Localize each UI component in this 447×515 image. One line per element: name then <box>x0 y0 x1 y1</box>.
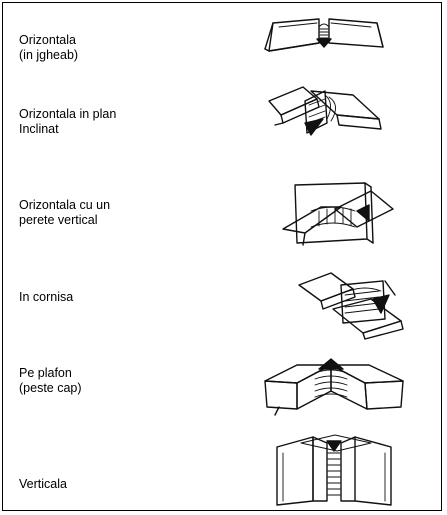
row-label: In cornisa <box>19 290 73 305</box>
row-label: Verticala <box>19 477 67 492</box>
inclined-plane-weld-icon <box>261 79 396 147</box>
row-label-line1: Orizontala <box>19 33 76 47</box>
horizontal-groove-weld-icon <box>259 13 389 57</box>
row-label-line1: Pe plafon <box>19 366 72 380</box>
vertical-weld-icon <box>271 431 401 509</box>
row-label-line2: perete vertical <box>19 213 98 227</box>
row-label-line1: Orizontala in plan <box>19 107 117 121</box>
overhead-weld-icon <box>257 351 407 421</box>
row-label-line2: (peste cap) <box>19 381 82 395</box>
row-label: Pe plafon (peste cap) <box>19 366 82 396</box>
row-label: Orizontala in plan Inclinat <box>19 107 116 137</box>
row-label-line2: (in jgheab) <box>19 48 79 62</box>
row-label: Orizontala (in jgheab) <box>19 33 78 63</box>
vertical-wall-weld-icon <box>275 173 400 253</box>
row-label-line2: Inclinat <box>19 122 59 136</box>
welding-positions-table: Orizontala (in jgheab) <box>2 2 442 511</box>
row-label-line1: Orizontala cu un <box>19 198 111 212</box>
cornice-weld-icon <box>293 269 413 341</box>
row-label: Orizontala cu un perete vertical <box>19 198 110 228</box>
row-label-line1: In cornisa <box>19 290 74 304</box>
row-label-line1: Verticala <box>19 477 67 491</box>
